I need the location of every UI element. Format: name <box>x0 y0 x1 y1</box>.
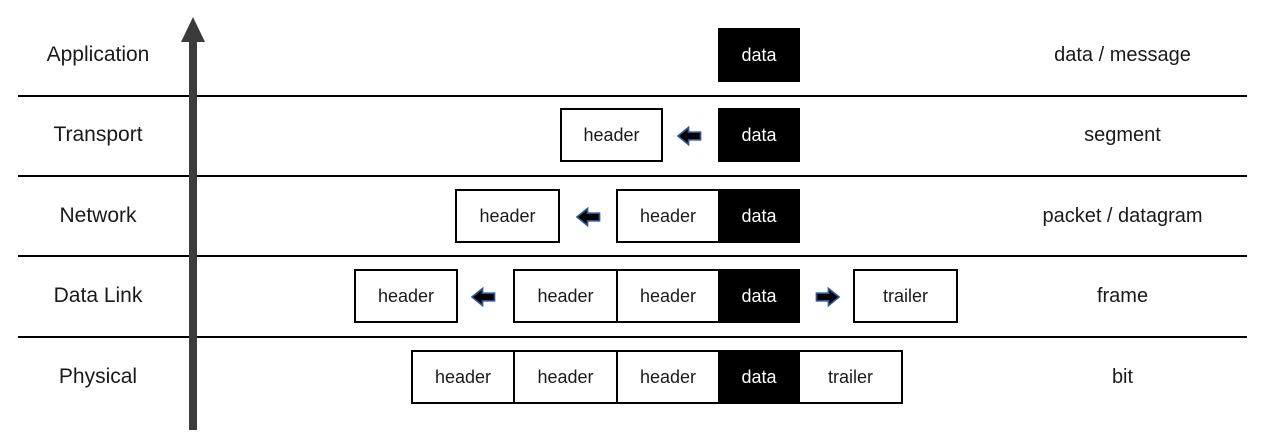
left-block-arrow-icon <box>576 206 601 228</box>
bit-header-cell-1: header <box>413 352 513 402</box>
header-box-label: header <box>583 124 640 145</box>
data-box-label: data <box>741 124 777 145</box>
datalink-header-box: header <box>354 269 458 323</box>
right-block-arrow-icon <box>815 286 840 308</box>
datalink-frame-group: header header data <box>513 269 800 323</box>
data-cell-label: data <box>741 366 777 387</box>
network-packet-group: header data <box>616 189 800 243</box>
data-box-label: data <box>741 44 777 65</box>
divider-network-datalink <box>18 255 1247 257</box>
pdu-label-transport: segment <box>1084 124 1161 146</box>
layer-label-datalink: Data Link <box>53 284 143 307</box>
layer-label-transport: Transport <box>53 123 143 146</box>
trailer-box-label: trailer <box>882 285 928 306</box>
bit-header-cell-3: header <box>616 352 718 402</box>
bit-trailer-cell: trailer <box>798 352 901 402</box>
pdu-label-datalink: frame <box>1096 285 1149 307</box>
header-cell-label: header <box>537 285 594 306</box>
header-box-label: header <box>377 285 435 306</box>
pdu-label-physical: bit <box>1111 366 1134 388</box>
header-cell-label: header <box>639 205 697 226</box>
pdu-label-application: data / message <box>1054 44 1191 66</box>
data-cell-label: data <box>741 205 777 226</box>
header-cell-label: header <box>434 366 492 387</box>
layer-label-application: Application <box>46 43 150 66</box>
trailer-cell-label: trailer <box>827 366 873 387</box>
up-arrow-icon <box>181 17 205 42</box>
divider-datalink-physical <box>18 336 1247 338</box>
header-box-label: header <box>479 205 536 226</box>
bit-header-cell-2: header <box>513 352 616 402</box>
network-header-box: header <box>455 189 560 243</box>
layer-label-physical: Physical <box>58 365 138 388</box>
pdu-label-network: packet / datagram <box>1042 205 1203 227</box>
packet-data-cell: data <box>718 191 798 241</box>
datalink-trailer-box: trailer <box>853 269 958 323</box>
header-cell-label: header <box>639 366 697 387</box>
transport-data-box: data <box>718 108 800 162</box>
divider-application-transport <box>18 95 1247 97</box>
physical-bitstream-group: header header header data trailer <box>411 350 903 404</box>
divider-transport-network <box>18 175 1247 177</box>
frame-data-cell: data <box>718 271 798 321</box>
packet-header-cell: header <box>618 191 718 241</box>
data-cell-label: data <box>741 285 777 306</box>
transport-header-box: header <box>560 108 663 162</box>
header-cell-label: header <box>537 366 594 387</box>
application-data-box: data <box>718 28 800 82</box>
frame-header-cell-1: header <box>515 271 616 321</box>
up-arrow-shaft <box>189 38 197 430</box>
left-block-arrow-icon <box>471 286 496 308</box>
bit-data-cell: data <box>718 352 798 402</box>
header-cell-label: header <box>639 285 697 306</box>
frame-header-cell-2: header <box>616 271 718 321</box>
left-block-arrow-icon <box>677 125 702 147</box>
layer-label-network: Network <box>59 204 137 227</box>
